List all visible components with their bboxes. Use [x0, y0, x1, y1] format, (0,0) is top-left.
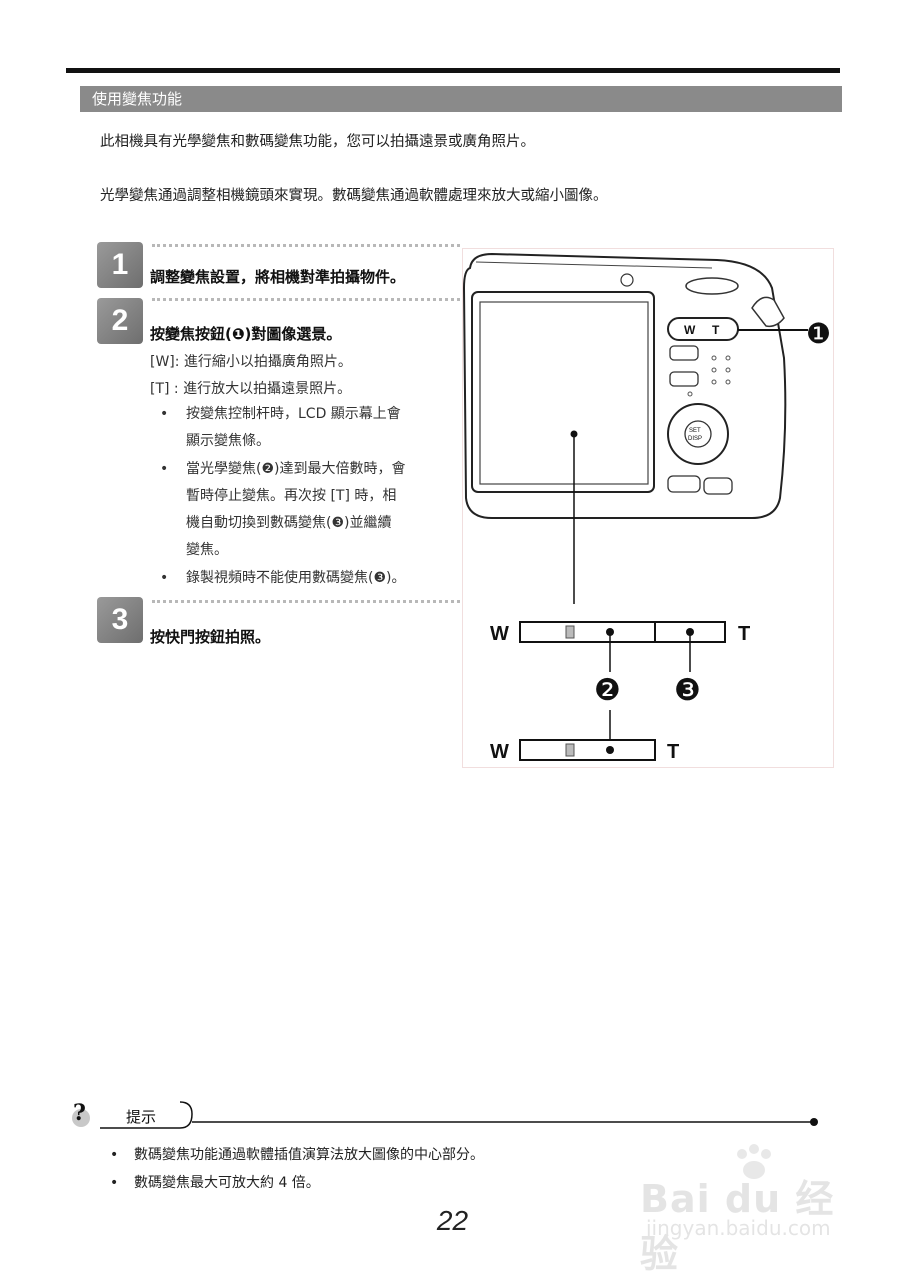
baidu-watermark: Bai du 经验 jingyan.baidu.com: [640, 1144, 870, 1276]
callout-1: ❶: [806, 317, 831, 350]
camera-zoom-diagram: W T SET DISP ❶ W T ❷ ❸ W T: [462, 252, 831, 763]
bar-1-w-label: W: [490, 623, 509, 645]
bullet-text: 錄製視頻時不能使用數碼變焦(❸)。: [186, 570, 406, 586]
camera-top-edge: [475, 261, 713, 269]
zoom-bar-1-indicator: [565, 625, 575, 639]
tip-text: 數碼變焦最大可放大約 4 倍。: [134, 1175, 320, 1191]
zoom-bar-2: [519, 739, 656, 761]
led-dot: [725, 367, 731, 373]
intro-paragraph-2: 光學變焦通過調整相機鏡頭來實現。數碼變焦通過軟體處理來放大或縮小圖像。: [100, 188, 608, 204]
delete-button: [703, 477, 733, 495]
bullet-text: 機自動切換到數碼變焦(❸)並繼續: [186, 515, 392, 531]
step-2-title: 按變焦按鈕(❶)對圖像選景。: [150, 325, 342, 343]
step-3-number: 3: [97, 597, 143, 643]
func-button: [667, 475, 701, 493]
bullet-text: 顯示變焦條。: [186, 433, 270, 449]
tip-text: 數碼變焦功能通過軟體插值演算法放大圖像的中心部分。: [134, 1147, 484, 1163]
dotted-divider: [152, 600, 460, 603]
tip-divider: [100, 1101, 818, 1129]
bullet-text: 暫時停止變焦。再次按 [T] 時，相: [186, 488, 397, 504]
led-dot: [711, 355, 717, 361]
tip-label: 提示: [126, 1108, 157, 1126]
bullet-text: 變焦。: [186, 542, 228, 558]
bullet-dot: •: [110, 1175, 119, 1191]
bullet-text: 當光學變焦(❷)達到最大倍數時，會: [186, 461, 406, 477]
bullet-dot: •: [160, 570, 169, 586]
callout-3: ❸: [674, 673, 701, 708]
set-label: SET: [689, 428, 701, 434]
callout-2: ❷: [594, 673, 621, 708]
step-2-number: 2: [97, 298, 143, 344]
step-2-t-line: [T] : 進行放大以拍攝遠景照片。: [150, 381, 352, 397]
bullet-dot: •: [110, 1147, 119, 1163]
tip-item-1: • 數碼變焦功能通過軟體插值演算法放大圖像的中心部分。: [110, 1144, 484, 1164]
power-button: [620, 273, 634, 287]
dotted-divider: [152, 244, 460, 247]
tip-item-2: • 數碼變焦最大可放大約 4 倍。: [110, 1172, 320, 1192]
bar-2-t-label: T: [667, 741, 679, 763]
led-dot: [711, 379, 717, 385]
bar-2-optical-dot: [606, 746, 614, 754]
led-dot: [725, 379, 731, 385]
menu-button: [669, 371, 699, 387]
bar-2-w-label: W: [490, 741, 509, 763]
watermark-url: jingyan.baidu.com: [646, 1216, 831, 1240]
zoom-w-label: W: [684, 323, 696, 337]
strap-lug: [751, 296, 785, 328]
bullet-dot: •: [160, 461, 169, 477]
page-number: 22: [436, 1205, 469, 1236]
set-disp-button: [684, 420, 712, 448]
top-rule: [66, 68, 840, 73]
paw-icon: [737, 1144, 771, 1179]
bullet-dot: •: [160, 406, 169, 422]
zoom-bar-1-optical: [519, 621, 656, 643]
lcd-screen: [479, 301, 649, 485]
question-mark: ?: [73, 1100, 86, 1126]
dotted-divider: [152, 298, 460, 301]
led-dot: [725, 355, 731, 361]
section-title: 使用變焦功能: [80, 86, 842, 112]
led-dot: [687, 391, 693, 397]
step-3-title: 按快門按鈕拍照。: [150, 628, 271, 646]
question-icon: ?: [72, 1100, 90, 1127]
disp-label: DISP: [688, 436, 702, 442]
zoom-bar-2-indicator: [565, 743, 575, 757]
led-dot: [711, 367, 717, 373]
step-1-number: 1: [97, 242, 143, 288]
shutter-button: [685, 277, 739, 295]
zoom-t-label: T: [712, 323, 720, 337]
figure-frame: [462, 248, 834, 768]
bullet-text: 按變焦控制杆時，LCD 顯示幕上會: [186, 406, 401, 422]
watermark-brand: Bai du 经验: [640, 1177, 835, 1276]
step-1-title: 調整變焦設置，將相機對準拍攝物件。: [150, 268, 406, 286]
step-2-w-line: [W]: 進行縮小以拍攝廣角照片。: [150, 354, 352, 370]
zoom-rocker: [667, 317, 739, 341]
intro-paragraph-1: 此相機具有光學變焦和數碼變焦功能，您可以拍攝遠景或廣角照片。: [100, 134, 535, 150]
play-button: [669, 345, 699, 361]
bar-1-t-label: T: [738, 623, 750, 645]
